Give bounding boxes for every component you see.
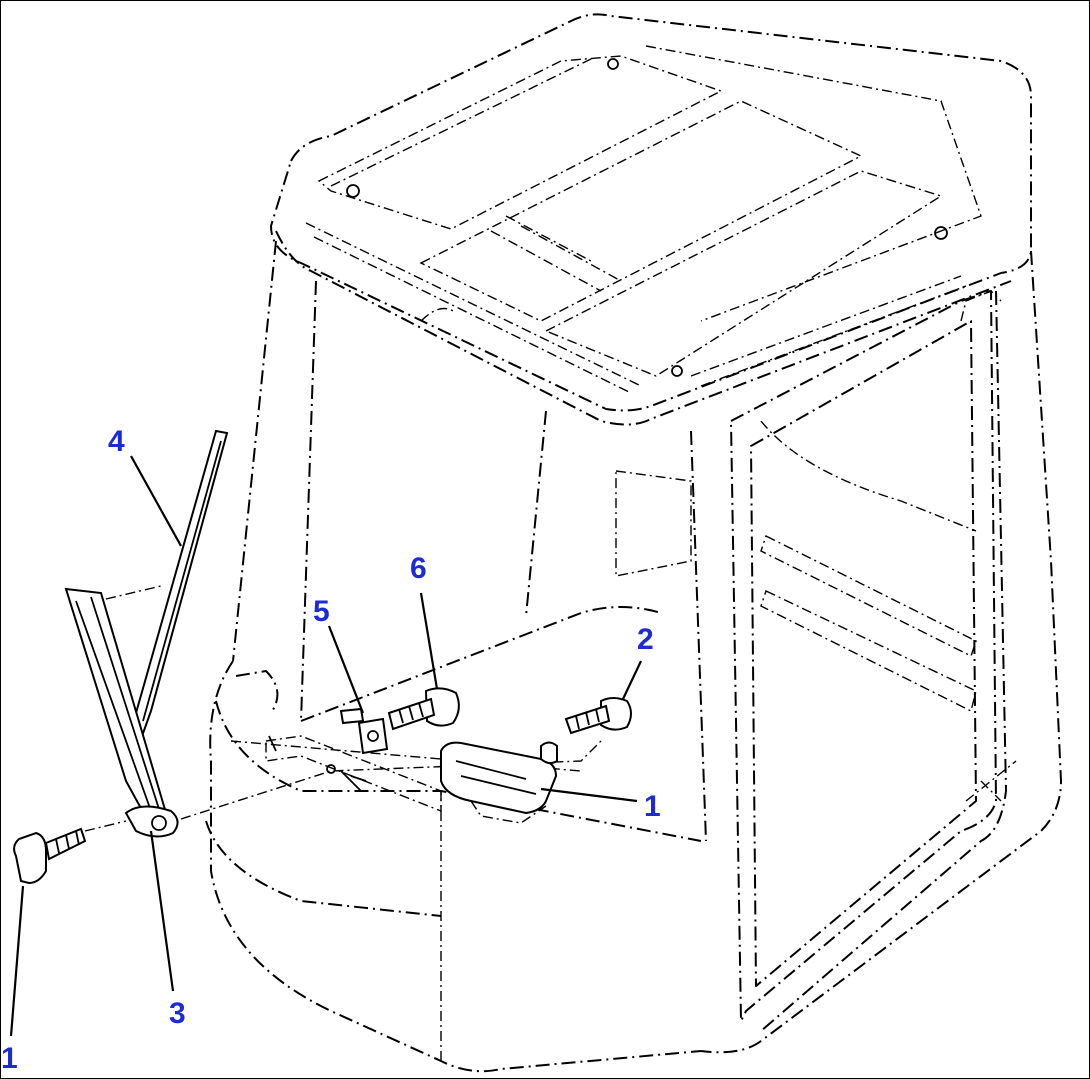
cab-roof xyxy=(270,13,1032,426)
cab-body xyxy=(205,240,1062,1073)
callout-1-bolt: 1 xyxy=(1,1042,18,1075)
callout-2: 2 xyxy=(637,623,654,656)
bolt-6 xyxy=(387,687,460,731)
callout-5: 5 xyxy=(313,595,330,628)
nut-5 xyxy=(339,707,389,755)
callout-1-motor: 1 xyxy=(644,790,661,823)
wiper-arm xyxy=(64,587,179,838)
wiper-blade xyxy=(105,429,229,743)
bolt-2 xyxy=(564,697,632,735)
bolt-left xyxy=(13,827,87,885)
callout-4: 4 xyxy=(108,425,125,458)
callout-3: 3 xyxy=(169,997,186,1030)
mounting-bracket xyxy=(265,735,442,813)
callout-6: 6 xyxy=(410,552,427,585)
leader-lines xyxy=(9,455,642,1037)
wiper-motor xyxy=(440,741,558,824)
